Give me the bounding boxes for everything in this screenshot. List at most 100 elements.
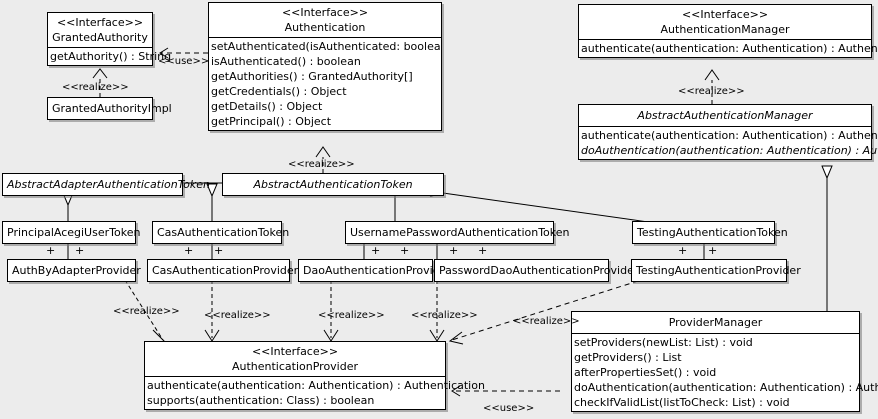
class-header: UsernamePasswordAuthenticationToken [346, 222, 570, 243]
class-name: AbstractAuthenticationToken [253, 178, 413, 191]
member-row: authenticate(authentication: Authenticat… [147, 379, 485, 392]
members-compartment: authenticate(authentication: Authenticat… [579, 126, 878, 159]
class-name: CasAuthenticationToken [157, 226, 290, 239]
class-provider-manager[interactable]: ProviderManager setProviders(newList: Li… [571, 311, 878, 412]
association-mark: + [678, 244, 688, 257]
class-abstract-authentication-manager[interactable]: AbstractAuthenticationManager authentica… [578, 104, 878, 160]
member-row: getProviders() : List [574, 351, 682, 364]
association-mark: + [478, 244, 488, 257]
label-realize-auth-by-adapter: <<realize>> [113, 306, 180, 317]
association-mark: + [46, 244, 56, 257]
label-realize-provider-manager: <<realize>> [513, 316, 580, 327]
class-name: UsernamePasswordAuthenticationToken [350, 226, 570, 239]
class-header: PrincipalAcegiUserToken [3, 222, 140, 243]
stereotype-label: <<Interface>> [251, 345, 339, 358]
class-name: TestingAuthenticationProvider [636, 264, 801, 277]
class-username-password-authentication-token[interactable]: UsernamePasswordAuthenticationToken [345, 221, 570, 244]
association-mark: + [400, 244, 410, 257]
class-header: DaoAuthenticationProvider [299, 260, 451, 281]
label-realize-password-dao-provider: <<realize>> [411, 310, 478, 321]
class-header: <<Interface>> AuthenticationManager [579, 5, 871, 39]
class-header: AbstractAdapterAuthenticationToken [3, 174, 210, 195]
label-realize-manager: <<realize>> [678, 86, 745, 97]
label-use-provider-manager: <<use>> [483, 403, 535, 414]
class-granted-authority[interactable]: <<Interface>> GrantedAuthority getAuthor… [47, 12, 172, 66]
association-mark: + [708, 244, 718, 257]
class-name: PasswordDaoAuthenticationProvider [439, 264, 639, 277]
stereotype-label: <<Interface>> [56, 16, 144, 29]
member-row: setAuthenticated(isAuthenticated: boolea… [211, 40, 441, 53]
class-password-dao-authentication-provider[interactable]: PasswordDaoAuthenticationProvider [434, 259, 639, 282]
class-name: AuthenticationManager [660, 23, 790, 36]
label-use-authentication-granted: <<use>> [158, 56, 210, 67]
label-realize-granted-impl: <<realize>> [62, 82, 129, 93]
class-dao-authentication-provider[interactable]: DaoAuthenticationProvider [298, 259, 451, 282]
class-name: AbstractAdapterAuthenticationToken [7, 178, 210, 191]
class-header: GrantedAuthorityImpl [48, 98, 172, 119]
class-header: <<Interface>> GrantedAuthority [48, 13, 152, 47]
association-mark: + [184, 244, 194, 257]
stereotype-label: <<Interface>> [681, 8, 769, 21]
class-name: TestingAuthenticationToken [637, 226, 788, 239]
class-authentication[interactable]: <<Interface>> Authentication setAuthenti… [208, 2, 442, 131]
members-compartment: authenticate(authentication: Authenticat… [145, 376, 485, 409]
class-header: TestingAuthenticationToken [633, 222, 788, 243]
label-realize-abstract-token: <<realize>> [288, 159, 355, 170]
members-compartment: authenticate(authentication: Authenticat… [579, 39, 878, 57]
class-name: CasAuthenticationProvider [152, 264, 299, 277]
label-realize-cas-provider: <<realize>> [204, 310, 271, 321]
member-row: authenticate(authentication: Authenticat… [581, 42, 878, 55]
member-row: doAuthentication(authentication: Authent… [581, 144, 878, 157]
class-header: <<Interface>> Authentication [209, 3, 441, 37]
class-header: AuthByAdapterProvider [8, 260, 141, 281]
class-auth-by-adapter-provider[interactable]: AuthByAdapterProvider [7, 259, 141, 282]
class-header: ProviderManager [572, 312, 859, 333]
member-row: isAuthenticated() : boolean [211, 55, 361, 68]
member-row: getAuthority() : String [50, 50, 172, 63]
class-name: DaoAuthenticationProvider [303, 264, 451, 277]
class-abstract-adapter-authentication-token[interactable]: AbstractAdapterAuthenticationToken [2, 173, 210, 196]
class-name: GrantedAuthority [52, 31, 148, 44]
association-mark: + [214, 244, 224, 257]
class-name: Authentication [284, 21, 366, 34]
members-compartment: setProviders(newList: List) : void getPr… [572, 333, 878, 411]
class-header: AbstractAuthenticationToken [223, 174, 443, 195]
class-granted-authority-impl[interactable]: GrantedAuthorityImpl [47, 97, 172, 120]
class-authentication-provider[interactable]: <<Interface>> AuthenticationProvider aut… [144, 341, 485, 410]
class-header: TestingAuthenticationProvider [632, 260, 801, 281]
class-testing-authentication-provider[interactable]: TestingAuthenticationProvider [631, 259, 801, 282]
class-name: AbstractAuthenticationManager [637, 109, 813, 122]
class-name: AuthenticationProvider [231, 360, 359, 373]
class-name: GrantedAuthorityImpl [52, 102, 172, 115]
member-row: getCredentials() : Object [211, 85, 347, 98]
member-row: supports(authentication: Class) : boolea… [147, 394, 375, 407]
members-compartment: getAuthority() : String [48, 47, 172, 65]
class-header: CasAuthenticationProvider [148, 260, 299, 281]
class-header: AbstractAuthenticationManager [579, 105, 871, 126]
class-cas-authentication-token[interactable]: CasAuthenticationToken [152, 221, 290, 244]
members-compartment: setAuthenticated(isAuthenticated: boolea… [209, 37, 441, 130]
class-authentication-manager[interactable]: <<Interface>> AuthenticationManager auth… [578, 4, 878, 58]
member-row: doAuthentication(authentication: Authent… [574, 381, 878, 394]
class-header: CasAuthenticationToken [153, 222, 290, 243]
member-row: checkIfValidList(listToCheck: List) : vo… [574, 396, 790, 409]
class-header: <<Interface>> AuthenticationProvider [145, 342, 445, 376]
class-principal-acegi-user-token[interactable]: PrincipalAcegiUserToken [2, 221, 140, 244]
member-row: authenticate(authentication: Authenticat… [581, 129, 878, 142]
association-mark: + [371, 244, 381, 257]
member-row: getAuthorities() : GrantedAuthority[] [211, 70, 413, 83]
class-cas-authentication-provider[interactable]: CasAuthenticationProvider [147, 259, 299, 282]
class-testing-authentication-token[interactable]: TestingAuthenticationToken [632, 221, 788, 244]
member-row: getDetails() : Object [211, 100, 323, 113]
association-mark: + [449, 244, 459, 257]
member-row: setProviders(newList: List) : void [574, 336, 753, 349]
class-header: PasswordDaoAuthenticationProvider [435, 260, 639, 281]
stereotype-label: <<Interface>> [281, 6, 369, 19]
label-realize-dao-provider: <<realize>> [318, 310, 385, 321]
class-name: AuthByAdapterProvider [12, 264, 141, 277]
member-row: afterPropertiesSet() : void [574, 366, 717, 379]
association-mark: + [75, 244, 85, 257]
class-abstract-authentication-token[interactable]: AbstractAuthenticationToken [222, 173, 444, 196]
class-name: ProviderManager [668, 316, 763, 329]
